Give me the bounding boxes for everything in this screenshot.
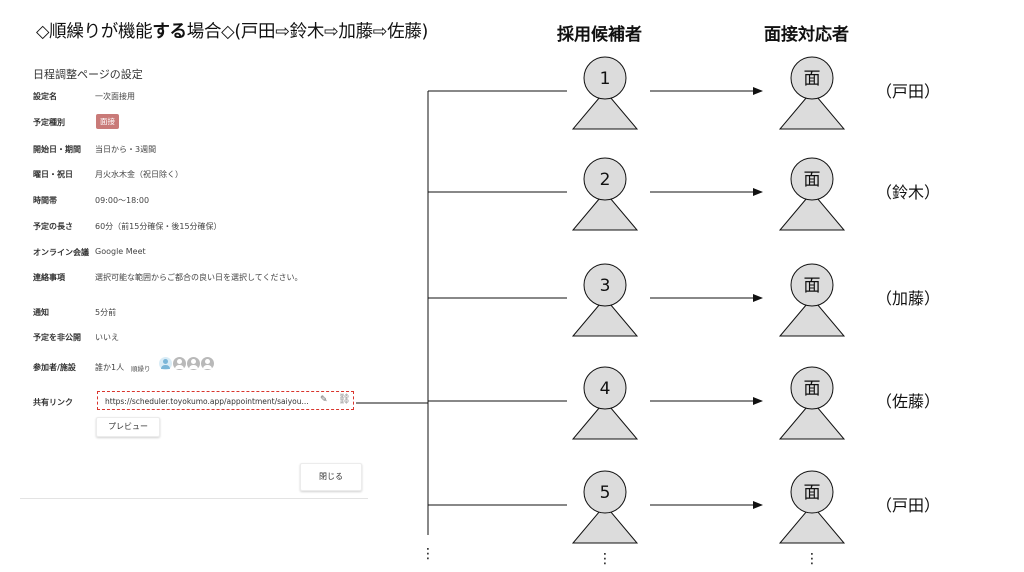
interviewer-body (778, 400, 846, 440)
interviewer-head (790, 470, 834, 514)
candidates-header: 採用候補者 (557, 25, 642, 45)
interviewer-name: （加藤） (876, 289, 940, 308)
candidate-head (583, 366, 627, 410)
interviewer-label: 面 (804, 170, 821, 190)
candidate-head (583, 263, 627, 307)
participant-avatars[interactable] (159, 357, 214, 370)
settings-panel: 日程調整ページの設定 設定名一次面接用 予定種別 面接 開始日・期間当日から・3… (20, 58, 368, 499)
candidate-body (571, 504, 639, 544)
candidate-body (571, 400, 639, 440)
interviewer-label: 面 (804, 69, 821, 89)
candidate-head (583, 157, 627, 201)
candidate-number: 3 (600, 276, 611, 296)
share-link-url: https://scheduler.toyokumo.app/appointme… (105, 397, 309, 406)
link-icon[interactable]: ⛓ (338, 394, 351, 405)
candidate-number: 1 (600, 69, 611, 89)
interviewer-body (778, 504, 846, 544)
candidate-head (583, 470, 627, 514)
avatar-icon (173, 357, 186, 370)
interviewer-head (790, 366, 834, 410)
interviewer-name: （佐藤） (876, 392, 940, 411)
share-link-field[interactable]: https://scheduler.toyokumo.app/appointme… (97, 391, 354, 410)
avatar-icon (187, 357, 200, 370)
interviewer-head (790, 263, 834, 307)
interviewers-header: 面接対応者 (764, 25, 849, 45)
candidate-number: 4 (600, 379, 611, 399)
candidate-ellipsis: ⋮ (598, 551, 612, 567)
interviewer-label: 面 (804, 483, 821, 503)
pencil-icon[interactable]: ✎ (320, 395, 328, 405)
interviewer-label: 面 (804, 379, 821, 399)
avatar-icon (201, 357, 214, 370)
interviewer-body (778, 297, 846, 337)
interviewer-body (778, 90, 846, 130)
preview-button[interactable]: プレビュー (96, 417, 160, 437)
interviewer-head (790, 56, 834, 100)
event-type-badge: 面接 (96, 114, 119, 129)
avatar-icon (159, 357, 172, 370)
candidate-number: 2 (600, 170, 611, 190)
candidate-body (571, 90, 639, 130)
interviewer-ellipsis: ⋮ (805, 551, 819, 567)
round-robin-note: 順繰り (131, 365, 151, 373)
interviewer-name: （鈴木） (876, 183, 940, 202)
candidate-head (583, 56, 627, 100)
candidate-number: 5 (600, 483, 611, 503)
interviewer-name: （戸田） (876, 82, 940, 101)
trunk-ellipsis: ⋮ (421, 546, 435, 562)
candidate-body (571, 191, 639, 231)
interviewer-name: （戸田） (876, 496, 940, 515)
settings-panel-title: 日程調整ページの設定 (33, 68, 143, 81)
candidate-body (571, 297, 639, 337)
interviewer-head (790, 157, 834, 201)
interviewer-label: 面 (804, 276, 821, 296)
close-button[interactable]: 閉じる (300, 463, 362, 491)
interviewer-body (778, 191, 846, 231)
slide-title: ◇順繰りが機能する場合◇(戸田⇨鈴木⇨加藤⇨佐藤) (36, 22, 429, 42)
